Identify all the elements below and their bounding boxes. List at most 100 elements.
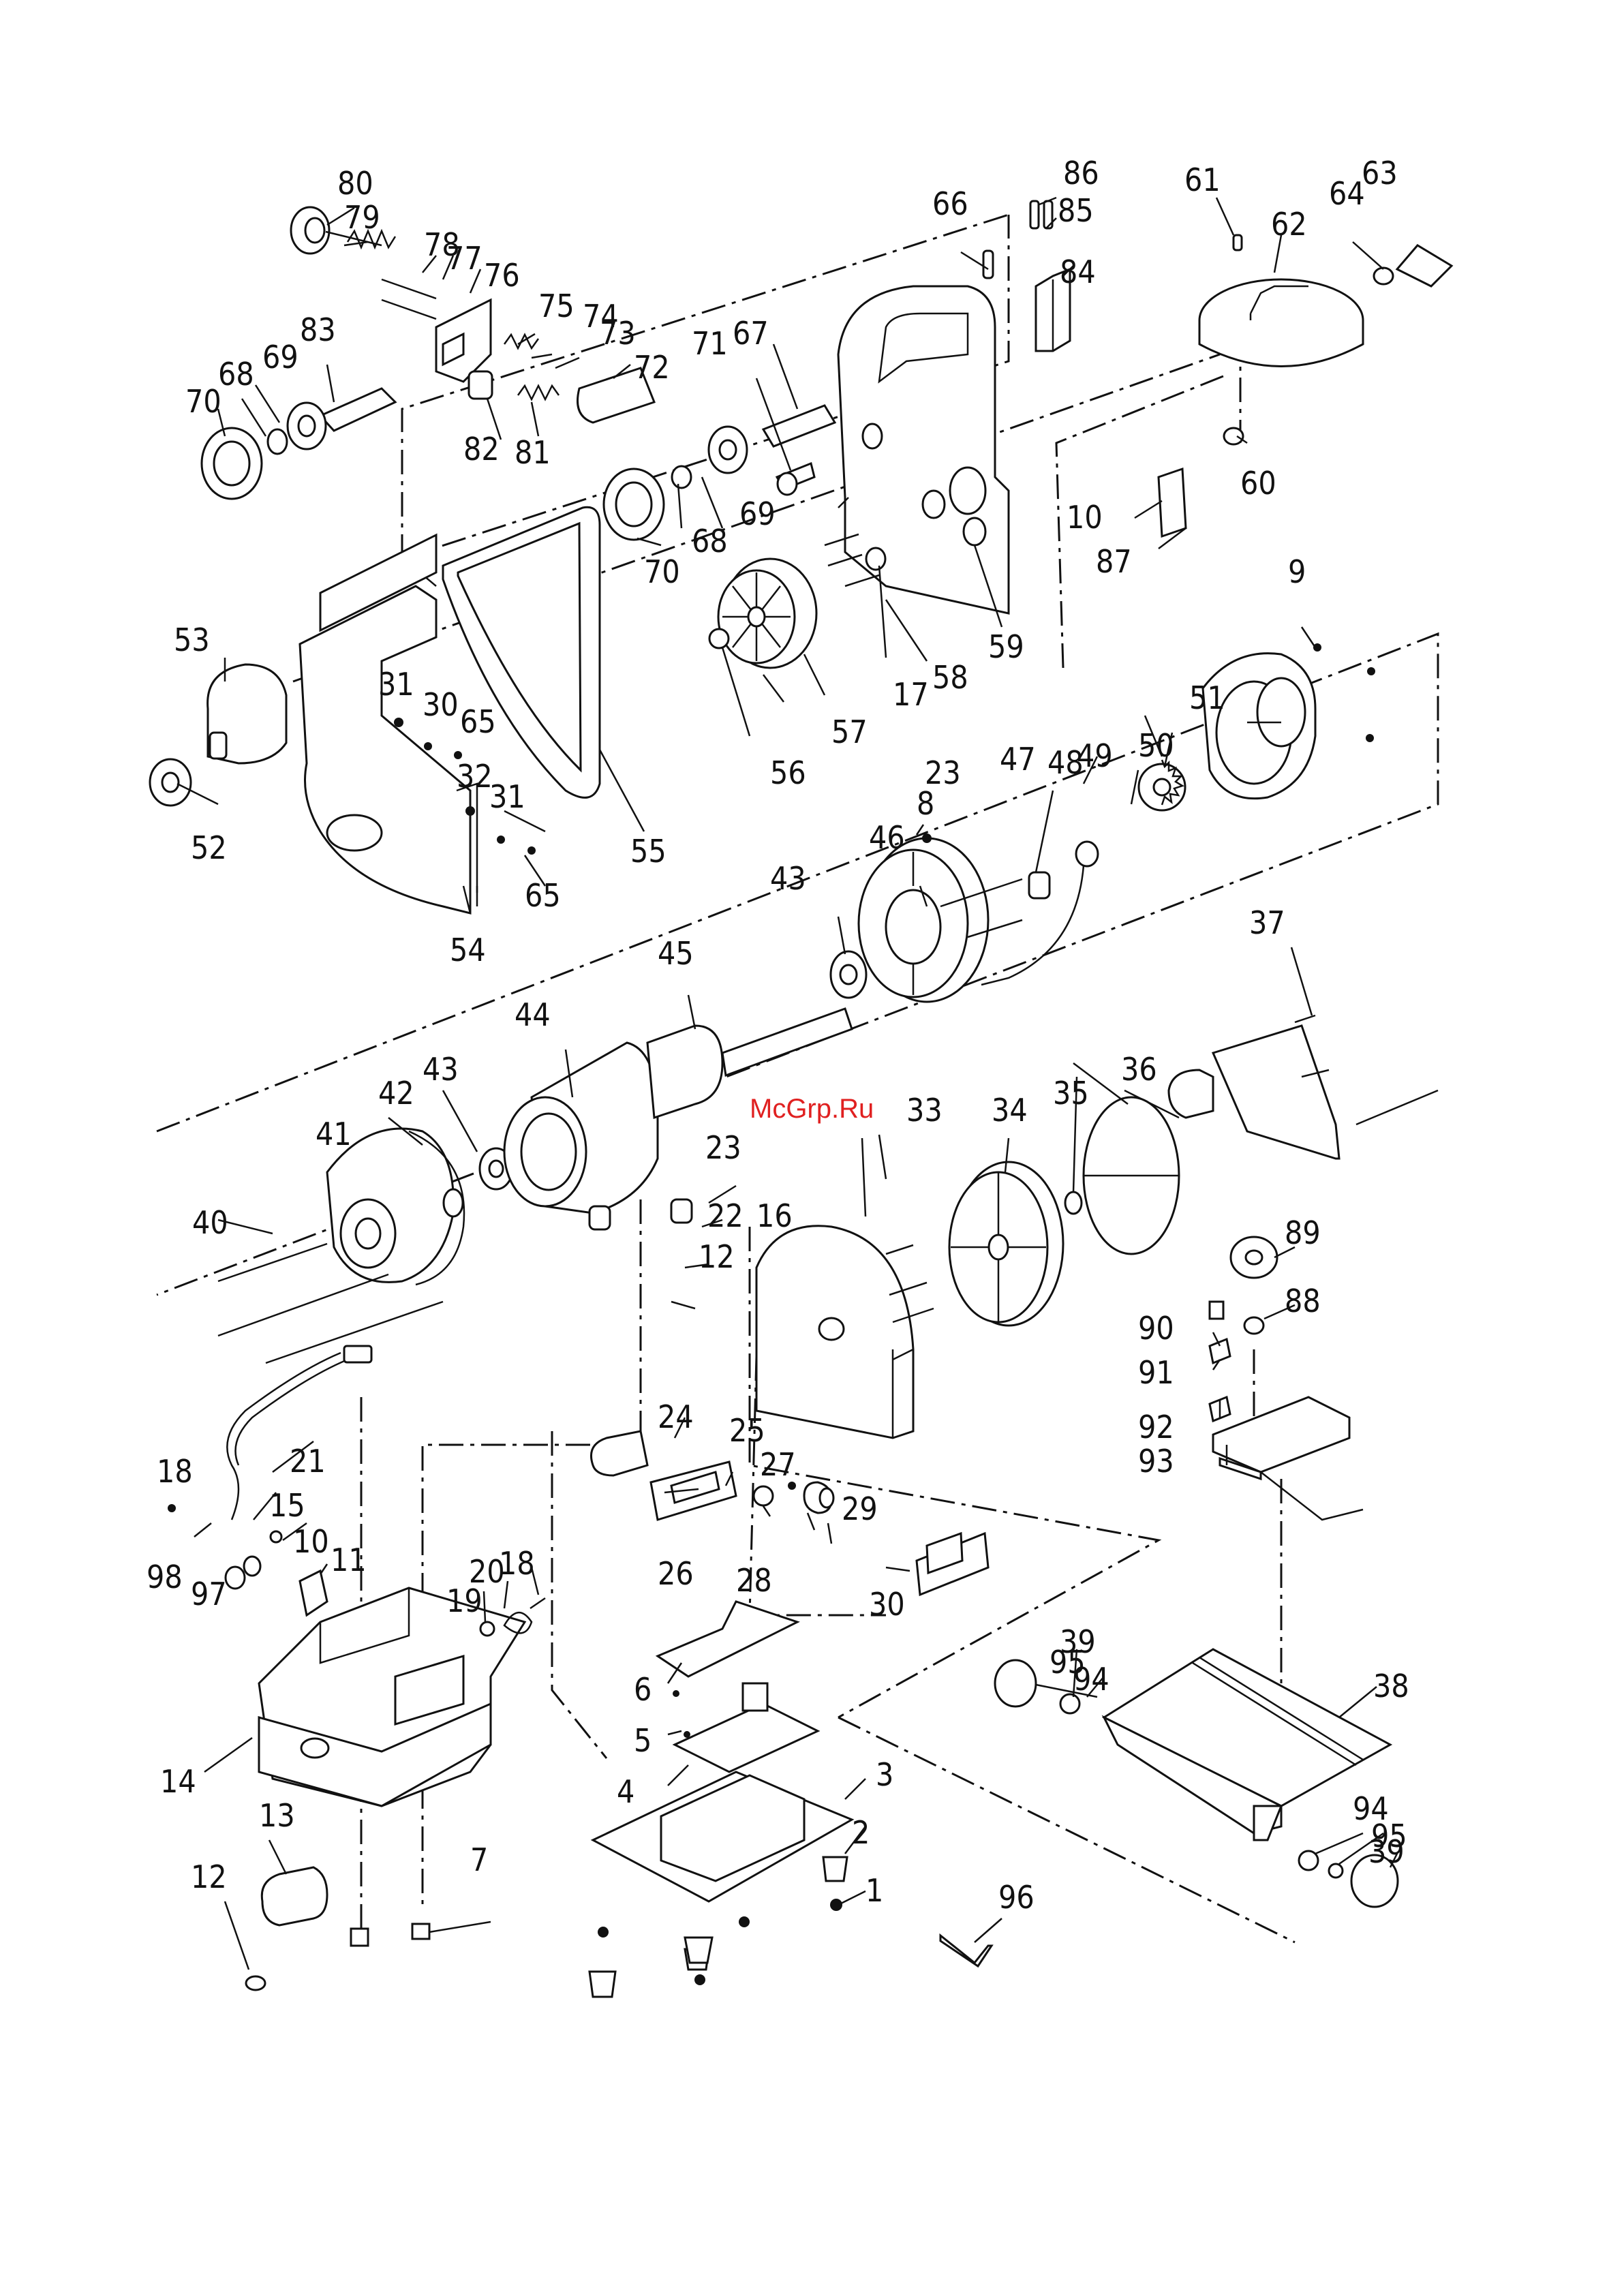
part-label-18: 18 bbox=[499, 1545, 535, 1582]
part-label-26: 26 bbox=[658, 1555, 694, 1592]
end-cover-41 bbox=[326, 1127, 465, 1286]
part-label-83: 83 bbox=[300, 311, 336, 348]
part-label-23: 23 bbox=[925, 754, 961, 791]
plate-87 bbox=[1157, 467, 1187, 538]
knob-52 bbox=[149, 758, 192, 807]
part-label-54: 54 bbox=[450, 932, 486, 968]
bushing-36 bbox=[1167, 1069, 1214, 1119]
part-label-80: 80 bbox=[337, 165, 373, 202]
part-label-87: 87 bbox=[1096, 543, 1132, 580]
tension-assembly bbox=[200, 206, 656, 500]
fan-cover-51 bbox=[1201, 652, 1317, 800]
motor-screws bbox=[217, 643, 1375, 1364]
capacitor-13 bbox=[260, 1866, 328, 1927]
screws-1 bbox=[598, 1899, 842, 1985]
screw-86 bbox=[1029, 200, 1054, 230]
part-label-68: 68 bbox=[692, 523, 728, 560]
part-label-74: 74 bbox=[583, 298, 619, 335]
part-label-8: 8 bbox=[917, 785, 934, 822]
dust-cover-62 bbox=[1198, 278, 1364, 367]
part-label-1: 1 bbox=[865, 1872, 883, 1909]
miter-knob-89 bbox=[1229, 1236, 1278, 1279]
part-label-27: 27 bbox=[760, 1446, 796, 1483]
part-label-28: 28 bbox=[736, 1562, 772, 1599]
part-label-91: 91 bbox=[1138, 1354, 1174, 1391]
part-label-89: 89 bbox=[1285, 1214, 1321, 1251]
belt-guard-group bbox=[149, 506, 601, 915]
base-plate-3 bbox=[590, 1771, 855, 1903]
belt-guard-54 bbox=[298, 533, 478, 915]
knob-60 bbox=[1223, 427, 1244, 446]
bearing-43-front bbox=[829, 950, 868, 999]
belt-arm bbox=[602, 200, 1187, 669]
part-label-39: 39 bbox=[1060, 1623, 1096, 1660]
screws-30-31-65 bbox=[394, 718, 536, 855]
part-label-30: 30 bbox=[423, 686, 459, 723]
part-label-15: 15 bbox=[269, 1487, 305, 1524]
part-label-78: 78 bbox=[424, 226, 460, 263]
axis-table bbox=[838, 1716, 1296, 1944]
disc-bolts bbox=[885, 1244, 934, 1323]
rotor-45 bbox=[646, 1007, 853, 1120]
disc-guard-16 bbox=[755, 1225, 915, 1439]
motor-group bbox=[217, 643, 1375, 1364]
bolts-7-12 bbox=[245, 1923, 431, 1991]
part-label-43: 43 bbox=[770, 860, 806, 897]
part-label-39: 39 bbox=[1368, 1833, 1405, 1870]
insulator-6 bbox=[655, 1600, 800, 1678]
idler-wheel-70-right bbox=[602, 468, 665, 541]
part-label-49: 49 bbox=[1077, 737, 1113, 774]
part-label-97: 97 bbox=[191, 1576, 227, 1612]
part-label-41: 41 bbox=[316, 1116, 352, 1152]
part-label-59: 59 bbox=[988, 628, 1024, 665]
part-label-29: 29 bbox=[842, 1490, 878, 1527]
part-label-79: 79 bbox=[344, 199, 380, 236]
part-label-33: 33 bbox=[906, 1092, 943, 1129]
part-label-35: 35 bbox=[1053, 1075, 1089, 1112]
part-label-48: 48 bbox=[1047, 744, 1084, 781]
frame-belt bbox=[292, 353, 1221, 683]
part-label-16: 16 bbox=[756, 1197, 793, 1234]
part-label-70: 70 bbox=[185, 383, 221, 420]
part-label-42: 42 bbox=[378, 1075, 414, 1112]
brush-23 bbox=[588, 871, 1051, 1231]
washer-27 bbox=[752, 1482, 796, 1507]
switch-32 bbox=[915, 1531, 990, 1597]
part-label-69: 69 bbox=[739, 495, 776, 532]
part-label-95: 95 bbox=[1371, 1818, 1407, 1854]
part-label-43: 43 bbox=[423, 1051, 459, 1088]
disc-group bbox=[755, 1014, 1439, 1439]
part-label-6: 6 bbox=[634, 1671, 652, 1708]
part-label-94: 94 bbox=[1073, 1661, 1109, 1698]
part-label-73: 73 bbox=[600, 315, 636, 352]
part-label-3: 3 bbox=[876, 1756, 893, 1793]
part-label-9: 9 bbox=[1288, 553, 1306, 590]
part-label-20: 20 bbox=[469, 1553, 505, 1590]
pin-78 bbox=[381, 278, 437, 320]
part-label-90: 90 bbox=[1138, 1310, 1174, 1347]
part-label-95: 95 bbox=[1050, 1644, 1086, 1681]
spring-79 bbox=[346, 228, 397, 250]
shaft-67 bbox=[761, 404, 837, 448]
part-label-2: 2 bbox=[852, 1814, 870, 1851]
work-table-38 bbox=[1101, 1648, 1393, 1841]
part-label-55: 55 bbox=[630, 833, 667, 870]
part-label-34: 34 bbox=[992, 1092, 1028, 1129]
part-label-52: 52 bbox=[191, 829, 227, 866]
base-housing-14 bbox=[258, 1587, 527, 1807]
watermark: McGrp.Ru bbox=[750, 1094, 874, 1124]
part-label-64: 64 bbox=[1329, 175, 1365, 212]
bearing-69-right bbox=[707, 425, 748, 474]
part-label-94: 94 bbox=[1353, 1790, 1389, 1827]
part-label-51: 51 bbox=[1189, 679, 1225, 716]
part-label-60: 60 bbox=[1240, 465, 1276, 502]
misc-base-parts bbox=[168, 1504, 690, 1738]
part-label-4: 4 bbox=[617, 1773, 634, 1810]
miter-parts-88-92 bbox=[1208, 1300, 1265, 1423]
part-label-11: 11 bbox=[331, 1542, 367, 1578]
drive-wheel-57 bbox=[717, 557, 818, 669]
part-label-12: 12 bbox=[191, 1858, 227, 1895]
screws-37 bbox=[1294, 1014, 1439, 1126]
